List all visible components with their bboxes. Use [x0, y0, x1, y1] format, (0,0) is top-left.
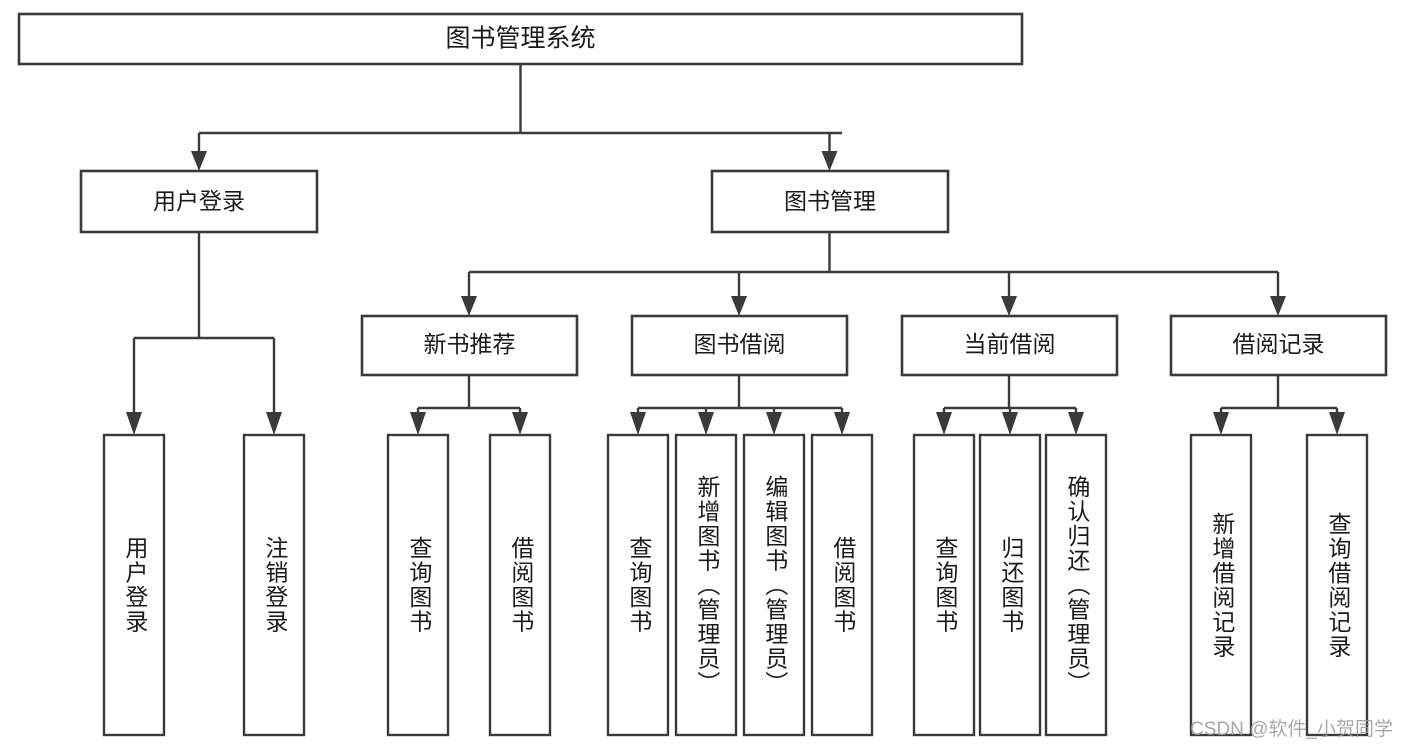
node-leaf-query-record[interactable] [1305, 433, 1369, 737]
node-book-borrow[interactable]: 图书借阅 [630, 314, 849, 377]
node-leaf-edit-book[interactable] [742, 433, 806, 737]
node-book-manage-label: 图书管理 [784, 188, 876, 214]
node-leaf-add-book[interactable] [674, 433, 738, 737]
connector-userlogin-to-leaves [126, 232, 282, 435]
node-leaf-borrow-book-1[interactable] [488, 433, 552, 737]
connector-root-to-level1 [191, 64, 842, 171]
node-root[interactable]: 图书管理系统 [17, 12, 1024, 66]
node-leaf-user-login[interactable] [102, 433, 166, 737]
connector-bookborrow-to-leaves [630, 375, 850, 435]
node-leaf-query-book-3[interactable] [912, 433, 976, 737]
node-user-login[interactable]: 用户登录 [79, 169, 319, 234]
csdn-watermark: CSDN @软件_小贺同学 [1190, 719, 1393, 740]
node-book-borrow-label: 图书借阅 [694, 331, 786, 357]
node-book-manage[interactable]: 图书管理 [710, 169, 950, 234]
node-borrow-record-label: 借阅记录 [1233, 331, 1325, 357]
connector-bookmanage-to-level2 [461, 232, 1286, 316]
node-current-borrow-label: 当前借阅 [964, 331, 1056, 357]
node-current-borrow[interactable]: 当前借阅 [900, 314, 1119, 377]
node-leaf-query-book-1[interactable] [386, 433, 450, 737]
node-leaf-confirm-return[interactable] [1044, 433, 1108, 737]
connector-borrowrecord-to-leaves [1213, 375, 1345, 435]
node-root-label: 图书管理系统 [445, 25, 595, 53]
connector-newbook-to-leaves [410, 375, 528, 435]
node-new-book-rec-label: 新书推荐 [424, 331, 516, 357]
node-leaf-add-record[interactable] [1189, 433, 1253, 737]
node-borrow-record[interactable]: 借阅记录 [1169, 314, 1388, 377]
node-leaf-logout[interactable] [242, 433, 306, 737]
node-user-login-label: 用户登录 [153, 188, 245, 214]
node-leaf-return-book[interactable] [978, 433, 1042, 737]
node-leaf-query-book-2[interactable] [606, 433, 670, 737]
connector-currentborrow-to-leaves [936, 375, 1084, 435]
node-leaf-borrow-book-2[interactable] [810, 433, 874, 737]
node-new-book-rec[interactable]: 新书推荐 [360, 314, 579, 377]
